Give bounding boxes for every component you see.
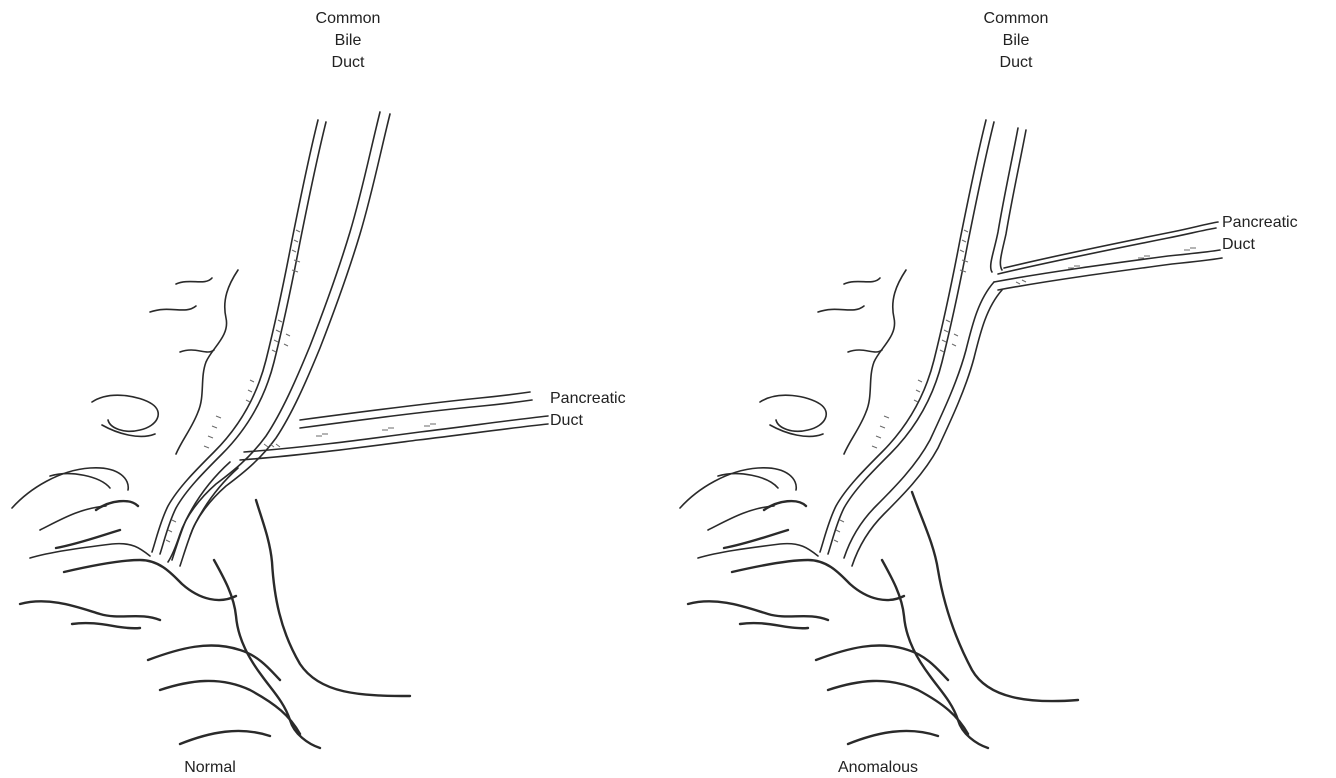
pancreatic-duct-label: Pancreatic Duct bbox=[550, 388, 660, 432]
normal-caption: Normal bbox=[140, 758, 280, 778]
pancreatic-duct-label: Pancreatic Duct bbox=[1222, 212, 1332, 256]
anomalous-caption: Anomalous bbox=[808, 758, 948, 778]
common-bile-duct-label: Common Bile Duct bbox=[976, 8, 1056, 74]
anomalous-panel: Common Bile Duct Pancreatic Duct Anomalo… bbox=[668, 0, 1336, 778]
anomalous-duct-illustration bbox=[668, 0, 1336, 778]
normal-panel: Common Bile Duct Pancreatic Duct Normal bbox=[0, 0, 668, 778]
common-bile-duct-label: Common Bile Duct bbox=[308, 8, 388, 74]
